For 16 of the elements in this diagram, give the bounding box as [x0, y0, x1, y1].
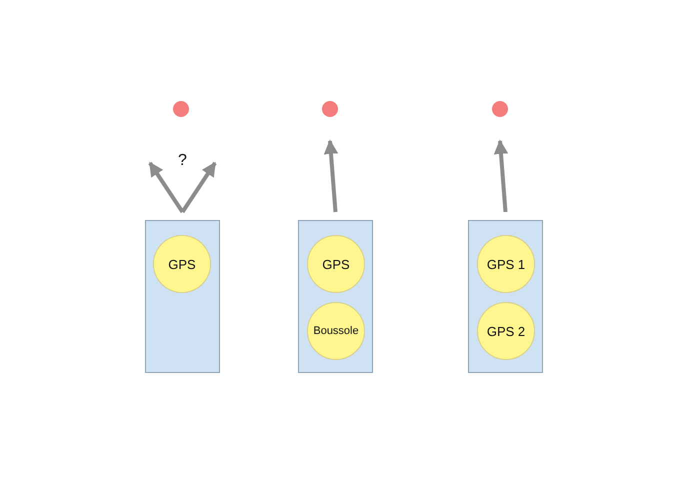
target-dot [492, 101, 508, 117]
phone-box [145, 220, 220, 373]
sensor-label: GPS [322, 256, 350, 272]
sensor-label: GPS 2 [486, 324, 526, 338]
arrow [180, 162, 217, 214]
phone-box [468, 220, 543, 373]
arrow [324, 140, 338, 212]
sensor-label: GPS 1 [486, 256, 526, 272]
sensor-label: GPS [168, 256, 196, 272]
target-dot [173, 101, 189, 117]
sensor-label: Boussole [313, 325, 359, 337]
phone-box [298, 220, 373, 373]
arrow [494, 140, 508, 212]
arrow [148, 162, 184, 214]
question-mark: ? [178, 152, 187, 170]
target-dot [322, 101, 338, 117]
